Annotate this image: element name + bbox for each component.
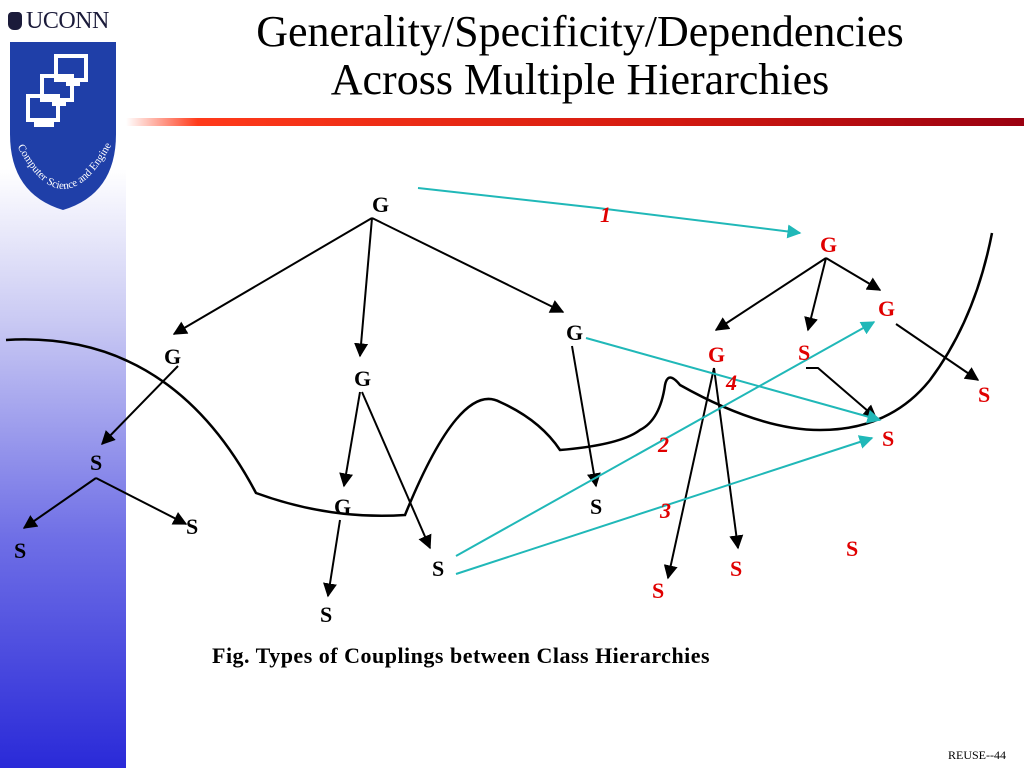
node-s-midlow: S (320, 602, 332, 627)
node-s-leftleft: S (14, 538, 26, 563)
uconn-wordmark: UCONN (8, 8, 109, 35)
left-hierarchy-edges (22, 217, 601, 598)
node-g-root: G (372, 192, 389, 217)
node-red-s-mid: S (798, 340, 810, 365)
node-s-left: S (90, 450, 102, 475)
coupling-edges (417, 187, 882, 575)
edge-rl-sbl (663, 367, 715, 580)
node-red-s-far: S (978, 382, 990, 407)
node-red-s-target: S (882, 426, 894, 451)
coupling-2-edge (455, 321, 876, 557)
edge-rtop-rsmid (804, 257, 827, 332)
edge-left-s (101, 365, 179, 446)
edge-rtop-rr (825, 257, 882, 291)
edge-root-left (172, 217, 373, 335)
node-s-right: S (590, 494, 602, 519)
figure-caption: Fig. Types of Couplings between Class Hi… (212, 643, 711, 668)
edge-root-mid (354, 217, 373, 358)
coupling-label-2: 2 (657, 432, 669, 457)
seal-icon (8, 12, 22, 30)
edge-rtop-rl (714, 257, 827, 331)
edge-mid-g (339, 391, 361, 488)
node-red-s-bottomleft: S (652, 578, 664, 603)
title-line-1: Generality/Specificity/Dependencies (256, 7, 904, 56)
edge-right-s (571, 345, 601, 488)
edge-s-ll (22, 477, 97, 529)
node-g-left: G (164, 344, 181, 369)
node-s-leftright: S (186, 514, 198, 539)
node-g-mid: G (354, 366, 371, 391)
slide-title: Generality/Specificity/Dependencies Acro… (140, 8, 1020, 104)
coupling-4-edge (585, 337, 882, 424)
hierarchy-boundary-curve (5, 232, 994, 518)
node-red-g-left: G (708, 342, 725, 367)
edge-root-right (371, 217, 565, 313)
coupling-label-4: 4 (725, 370, 737, 395)
edge-rl-sbr (713, 367, 744, 550)
node-red-g-top: G (820, 232, 837, 257)
coupling-label-1: 1 (600, 202, 611, 227)
node-red-s-lone: S (846, 536, 858, 561)
right-hierarchy-edges (663, 257, 980, 580)
edge-s-lr (95, 477, 188, 525)
title-line-2: Across Multiple Hierarchies (330, 55, 830, 104)
coupling-1-edge (417, 187, 802, 239)
coupling-3-edge (455, 435, 874, 575)
uconn-logo: UCONN Computer Science and Engineering (4, 4, 122, 214)
slide-footer: REUSE--44 (948, 748, 1006, 762)
node-s-mid: S (432, 556, 444, 581)
node-g-right: G (566, 320, 583, 345)
node-red-s-bottomright: S (730, 556, 742, 581)
coupling-label-3: 3 (659, 498, 671, 523)
edge-rr-s (895, 323, 980, 381)
node-red-g-right: G (878, 296, 895, 321)
cse-shield-icon: Computer Science and Engineering (4, 4, 116, 210)
edge-mid-s (361, 391, 432, 550)
edge-midlow-s (323, 519, 341, 598)
node-g-midlow: G (334, 494, 351, 519)
edge-rsmid-target (806, 367, 878, 419)
title-rule (126, 118, 1024, 126)
